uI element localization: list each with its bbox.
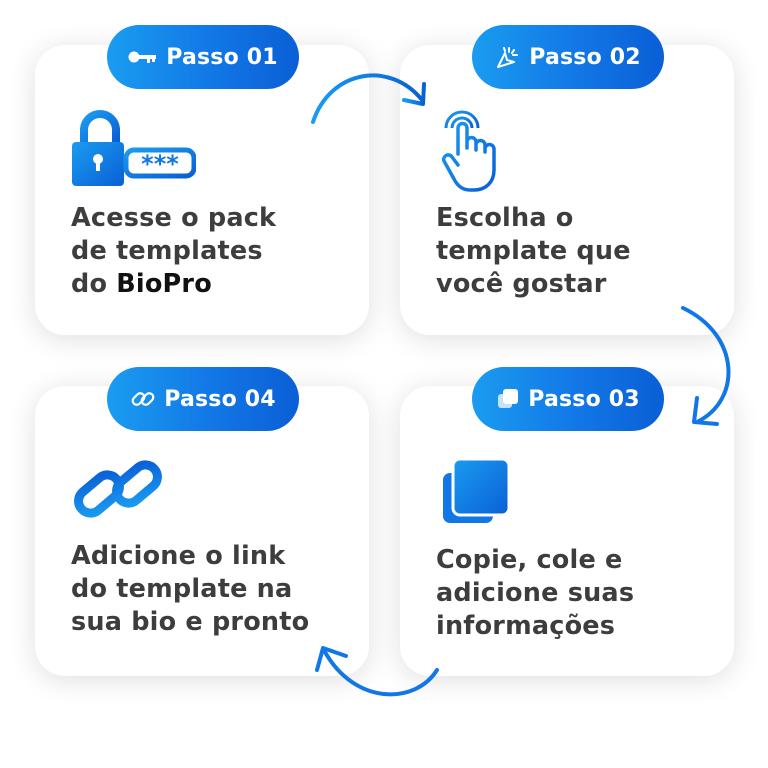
padlock-password-icon: ***	[72, 110, 196, 186]
step-badge-4: Passo 04	[107, 367, 299, 431]
hand-tap-icon	[441, 110, 496, 192]
step-badge-label: Passo 03	[528, 386, 640, 412]
step-card-1	[35, 45, 369, 335]
copy-icon	[496, 387, 520, 411]
step-badge-label: Passo 02	[529, 44, 641, 70]
step-card-2	[400, 45, 734, 335]
copy-icon	[443, 457, 511, 523]
step-badge-1: Passo 01	[107, 25, 299, 89]
brand-name: BioPro	[116, 269, 212, 299]
step-badge-2: Passo 02	[472, 25, 664, 89]
step-badge-3: Passo 03	[472, 367, 664, 431]
svg-text:***: ***	[141, 150, 179, 178]
link-icon	[130, 386, 156, 412]
step-badge-label: Passo 04	[164, 386, 276, 412]
chain-link-icon	[74, 460, 162, 518]
step-badge-label: Passo 01	[166, 44, 278, 70]
cursor-click-icon	[495, 44, 521, 70]
step-card-3	[400, 386, 734, 676]
step-card-4	[35, 386, 369, 676]
key-icon	[128, 50, 158, 64]
